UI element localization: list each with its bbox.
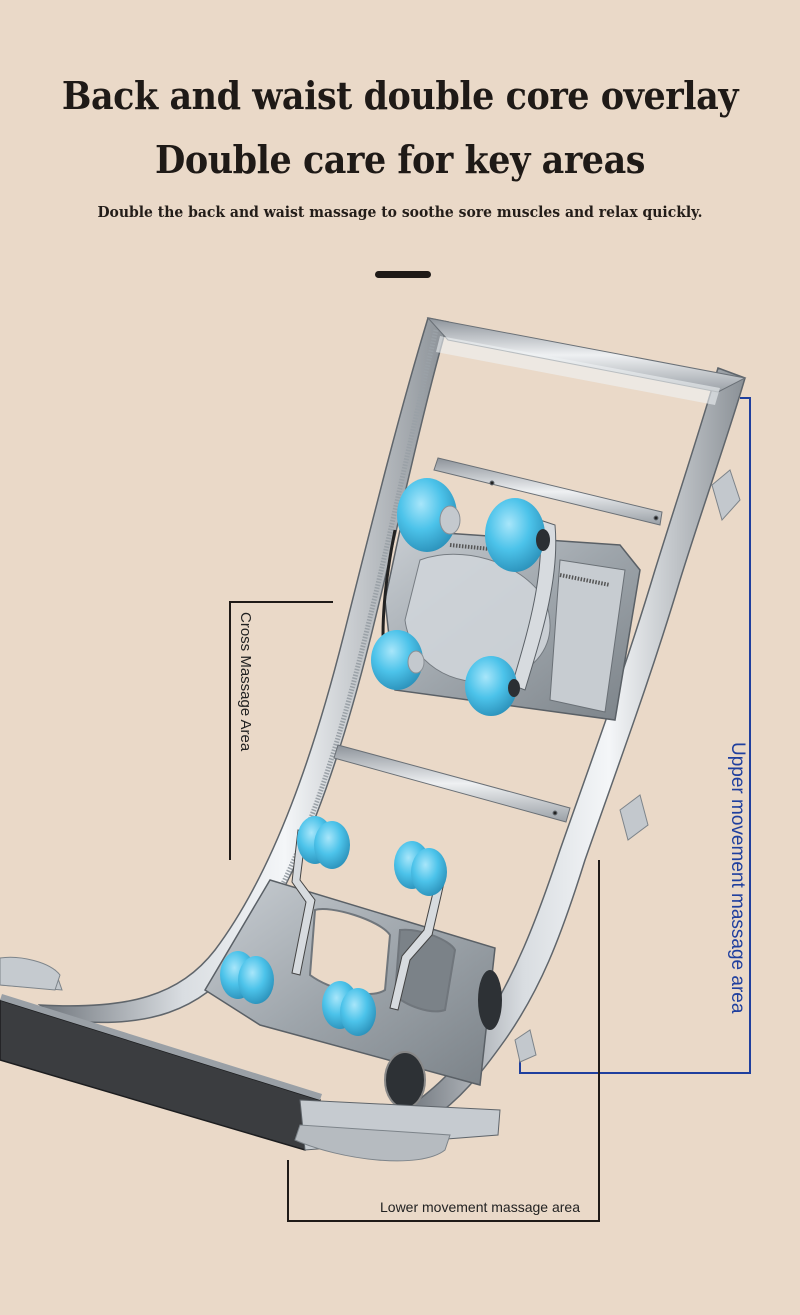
lower-area-bracket: [287, 860, 600, 1222]
lower-movement-area-label: Lower movement massage area: [380, 1199, 580, 1215]
page-description: Double the back and waist massage to soo…: [97, 203, 703, 221]
lower-movement-mechanism: [203, 816, 502, 1109]
upper-movement-area-label: Upper movement massage area: [727, 742, 748, 1014]
upper-movement-mechanism: [371, 478, 641, 721]
lower-rollers: [220, 816, 447, 1036]
upper-area-bracket: [519, 397, 751, 1074]
upper-rollers: [371, 478, 550, 716]
page-title: Back and waist double core overlay: [61, 73, 739, 118]
cross-massage-area-label: Cross Massage Area: [237, 612, 254, 752]
frame-base: [0, 956, 501, 1162]
section-divider: [375, 271, 431, 278]
cross-area-bracket: [229, 601, 333, 860]
page-subtitle-heading: Double care for key areas: [154, 137, 646, 182]
frame-crossbars: [333, 457, 663, 823]
